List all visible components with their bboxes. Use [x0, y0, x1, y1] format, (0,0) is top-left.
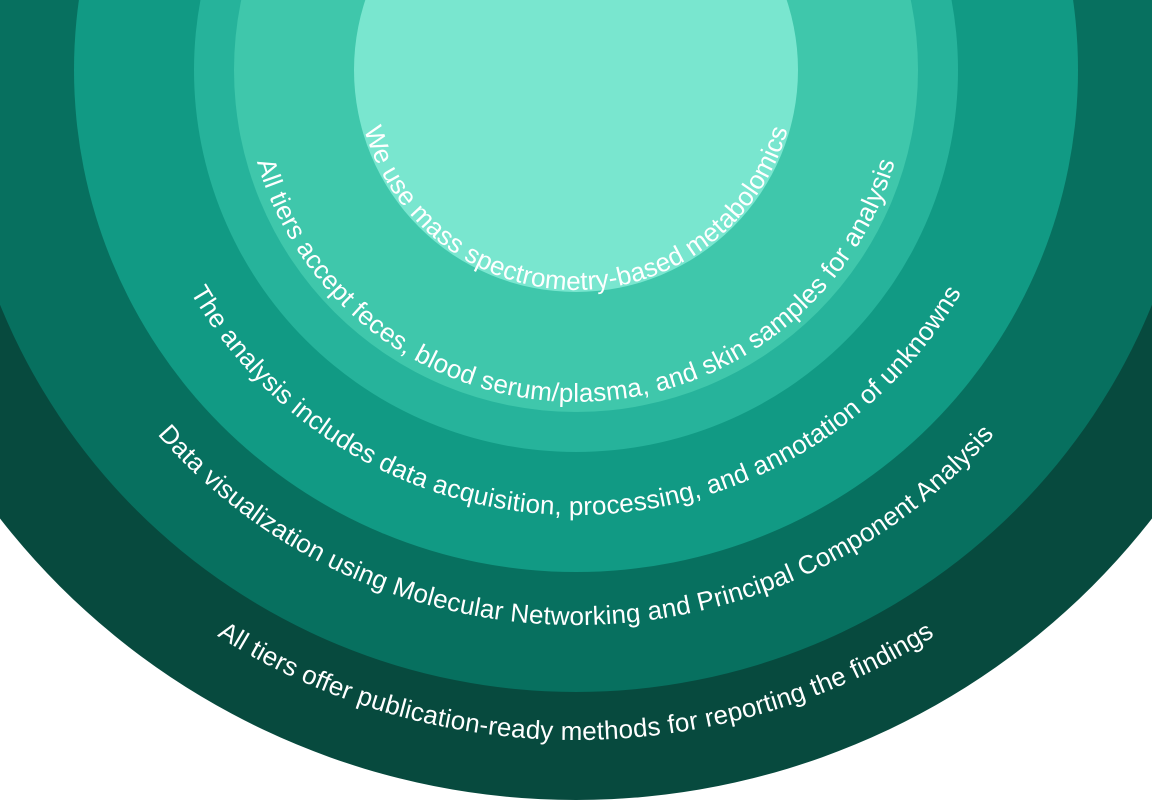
ring-6-disc [354, 0, 798, 292]
